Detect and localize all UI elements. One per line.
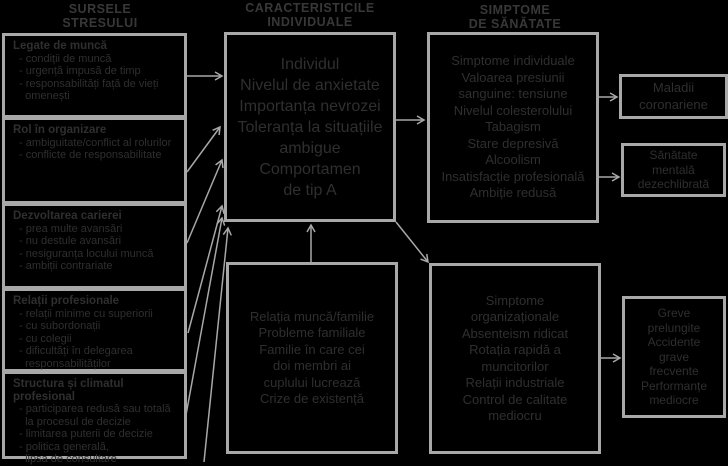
box-line: de tip A xyxy=(283,181,337,199)
box-line: prelungite xyxy=(647,320,701,335)
box-line: grave xyxy=(658,349,690,364)
box-line: Toleranța la situațiile xyxy=(237,118,383,136)
box-line: sanguine: tensiune xyxy=(458,86,568,102)
arrow xyxy=(395,221,429,264)
box-line: Relația muncă/familie xyxy=(249,308,375,324)
heading-line: STRESULUI xyxy=(62,16,138,30)
box-line: Stare depresivă xyxy=(467,135,559,151)
source-title: Legate de muncă xyxy=(13,40,107,52)
box-line: Simptome xyxy=(485,292,545,308)
source-item: - cu subordonații xyxy=(19,320,101,332)
box-line: Tabagism xyxy=(485,119,541,135)
box-line: Relații industriale xyxy=(465,375,565,390)
box-line: mentală xyxy=(652,162,695,177)
arrow xyxy=(187,204,225,334)
box-line: Familie în care cei xyxy=(259,341,365,357)
box-line: Valoarea presiunii xyxy=(461,69,565,85)
source-item: - relații minime cu superiorii xyxy=(19,307,153,320)
box-line: Nivelul colesterolului xyxy=(453,102,573,118)
source-title: Dezvoltarea carierei xyxy=(13,210,122,222)
heading-line: SURSELE xyxy=(68,2,132,16)
heading-line: CARACTERISTICILE xyxy=(245,1,375,15)
stress-source-box: Relații profesionale- relații minime cu … xyxy=(2,288,187,372)
box-line: Individul xyxy=(280,55,340,73)
box-line: Alcoolism xyxy=(485,152,541,168)
stress-source-box: Legate de muncă- condiții de muncă- urge… xyxy=(2,33,187,118)
source-item: - politica generală, xyxy=(19,440,109,453)
box-line: Control de calitate xyxy=(462,391,568,407)
box-line: Ambiție redusă xyxy=(469,185,557,201)
stress-source-box: Rol în organizare- ambiguitate/conflict … xyxy=(2,117,187,204)
arrow xyxy=(185,216,226,416)
source-item: - dificultăți în delegarea xyxy=(19,345,133,357)
arrow xyxy=(203,226,232,462)
box-line: Absenteism ridicat xyxy=(461,325,569,341)
box-line: Performanțe xyxy=(640,378,708,393)
heading-line: INDIVIDUALE xyxy=(267,15,353,29)
box-line: Rotația rapidă a xyxy=(469,342,561,357)
source-item: - responsabilități față de vieți xyxy=(19,77,159,90)
source-item: - cu colegii xyxy=(19,332,72,345)
box-line: Probleme familiale xyxy=(258,325,366,340)
source-item: - participarea redusă sau totală xyxy=(19,403,171,415)
heading-line: SIMPTOME xyxy=(479,3,551,17)
box-line: Crize de existență xyxy=(259,391,365,406)
box-line: doi membri ai xyxy=(272,358,352,373)
stress-source-box: Structura și climatul profesional- parti… xyxy=(2,371,187,465)
box-line: mediocre xyxy=(649,393,699,408)
source-item: - ambiguitate/conflict al rolurilor xyxy=(19,136,172,149)
box-line: Importanța nevrozei xyxy=(239,97,381,115)
box-line: dezechlibrată xyxy=(637,177,710,192)
box-line: frecvente xyxy=(649,364,699,379)
box-line: Insatisfacție profesională xyxy=(441,168,585,184)
box-line: mediocru xyxy=(488,408,542,423)
box-line: Nivelul de anxietate xyxy=(240,76,380,94)
source-item: - urgență impusă de timp xyxy=(19,65,141,77)
source-item: - nu destule avansări xyxy=(19,235,122,247)
box-line: Greve xyxy=(657,306,691,321)
heading-line: DE SĂNĂTATE xyxy=(468,17,562,31)
source-title: Relații profesionale xyxy=(13,295,120,307)
stress-source-box: Dezvoltarea carierei- prea multe avansăr… xyxy=(2,203,187,289)
arrow xyxy=(186,158,224,244)
box-line: Simptome individuale xyxy=(451,53,575,69)
box-line: muncitorilor xyxy=(481,358,549,374)
box-line: cuplului lucrează xyxy=(263,374,361,390)
source-item: - ambiții contrariate xyxy=(19,260,113,272)
source-item: - condiții de muncă xyxy=(19,52,112,65)
source-item: omenești xyxy=(19,90,70,102)
box-line: Accidente xyxy=(647,335,701,350)
box-line: Maladii xyxy=(652,80,695,95)
source-title: Structura și climatul profesional xyxy=(13,378,124,403)
source-item: la procesul de decizie xyxy=(19,415,131,428)
source-item: - nesiguranța locului muncă xyxy=(19,247,154,260)
box-line: coronariene xyxy=(639,96,708,112)
source-title: Rol în organizare xyxy=(13,124,107,136)
source-item: responsabilităților xyxy=(19,357,111,370)
source-item: - limitarea puterii de decizie xyxy=(19,428,153,440)
box-line: Comportamen xyxy=(259,160,361,178)
source-item: - conflicte de responsabilitate xyxy=(19,149,162,161)
box-line: organizaționale xyxy=(470,309,560,324)
box-line: ambigue xyxy=(279,139,341,157)
source-item: - prea multe avansări xyxy=(19,222,123,235)
box-line: Sănătate xyxy=(649,148,698,163)
arrow xyxy=(186,125,221,173)
